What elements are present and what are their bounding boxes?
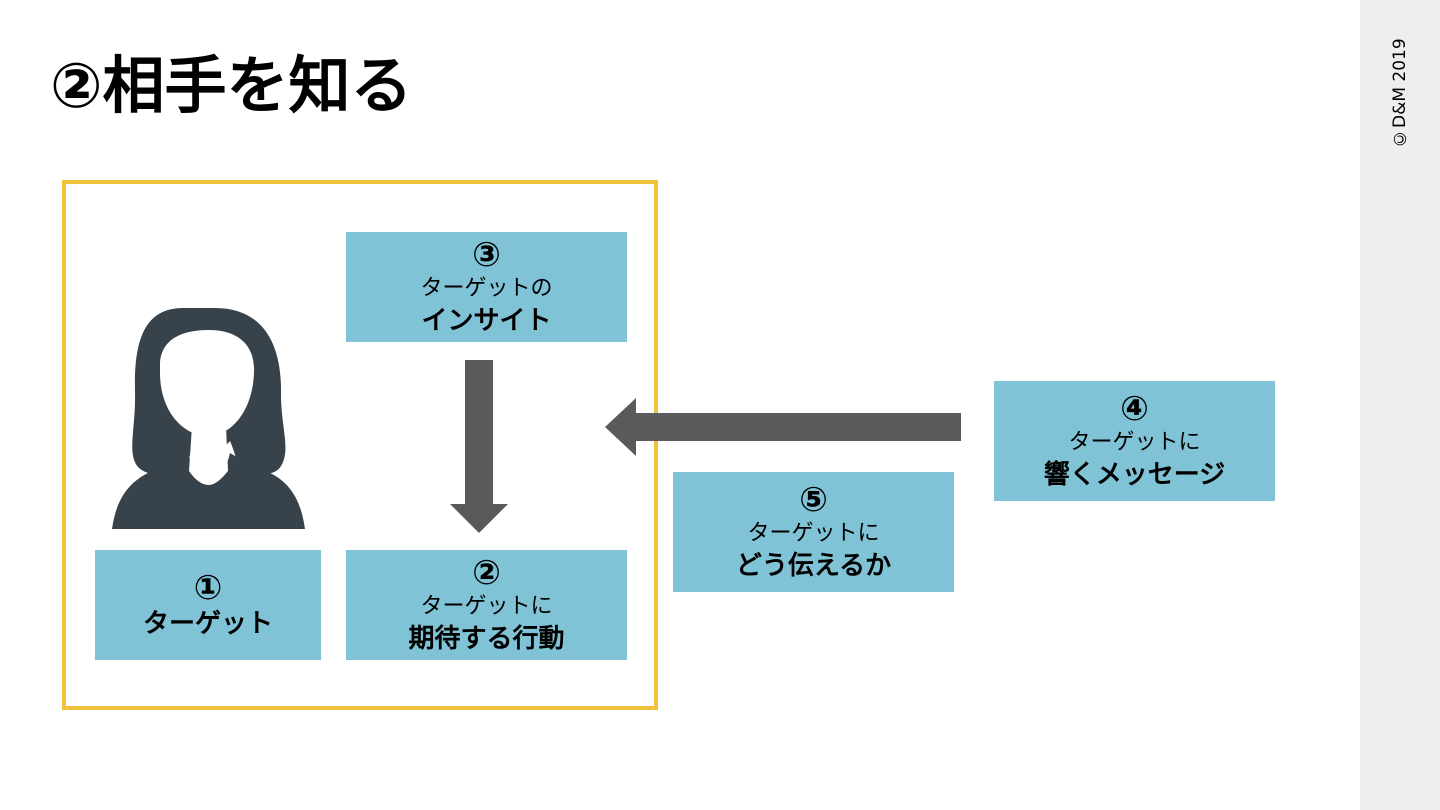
expected-action-number: ② — [472, 553, 501, 593]
message-box: ④ ターゲットに 響くメッセージ — [994, 381, 1275, 501]
insight-box: ③ ターゲットの インサイト — [346, 232, 627, 342]
message-label: 響くメッセージ — [1043, 460, 1226, 490]
message-number: ④ — [1120, 389, 1149, 429]
body-shape — [112, 453, 305, 529]
copyright-text: ©D&M 2019 — [1390, 38, 1410, 148]
arrow-down-shape — [450, 360, 508, 533]
sidebar-strip — [1360, 0, 1440, 810]
expected-action-box: ② ターゲットに 期待する行動 — [346, 550, 627, 660]
target-label: ターゲット — [142, 609, 273, 639]
insight-subtitle: ターゲットの — [420, 276, 553, 301]
arrow-left-icon — [605, 398, 961, 456]
insight-number: ③ — [472, 235, 501, 275]
target-frame — [62, 180, 658, 710]
hair-highlight-shape — [175, 333, 193, 356]
message-subtitle: ターゲットに — [1068, 430, 1201, 455]
arrow-down-icon — [450, 360, 508, 533]
neck-shape — [189, 426, 228, 485]
expected-action-label: 期待する行動 — [408, 624, 565, 654]
target-number: ① — [193, 568, 223, 608]
delivery-subtitle: ターゲットに — [747, 521, 880, 546]
delivery-box: ⑤ ターゲットに どう伝えるか — [673, 472, 954, 592]
insight-label: インサイト — [421, 306, 552, 336]
target-box: ① ターゲット — [95, 550, 321, 660]
arrow-left-shape — [605, 398, 961, 456]
face-shape — [160, 330, 255, 436]
delivery-label: どう伝えるか — [735, 551, 892, 581]
expected-action-subtitle: ターゲットに — [420, 594, 553, 619]
page-title: ②相手を知る — [50, 49, 413, 122]
female-person-icon — [112, 308, 305, 529]
delivery-number: ⑤ — [799, 480, 828, 520]
